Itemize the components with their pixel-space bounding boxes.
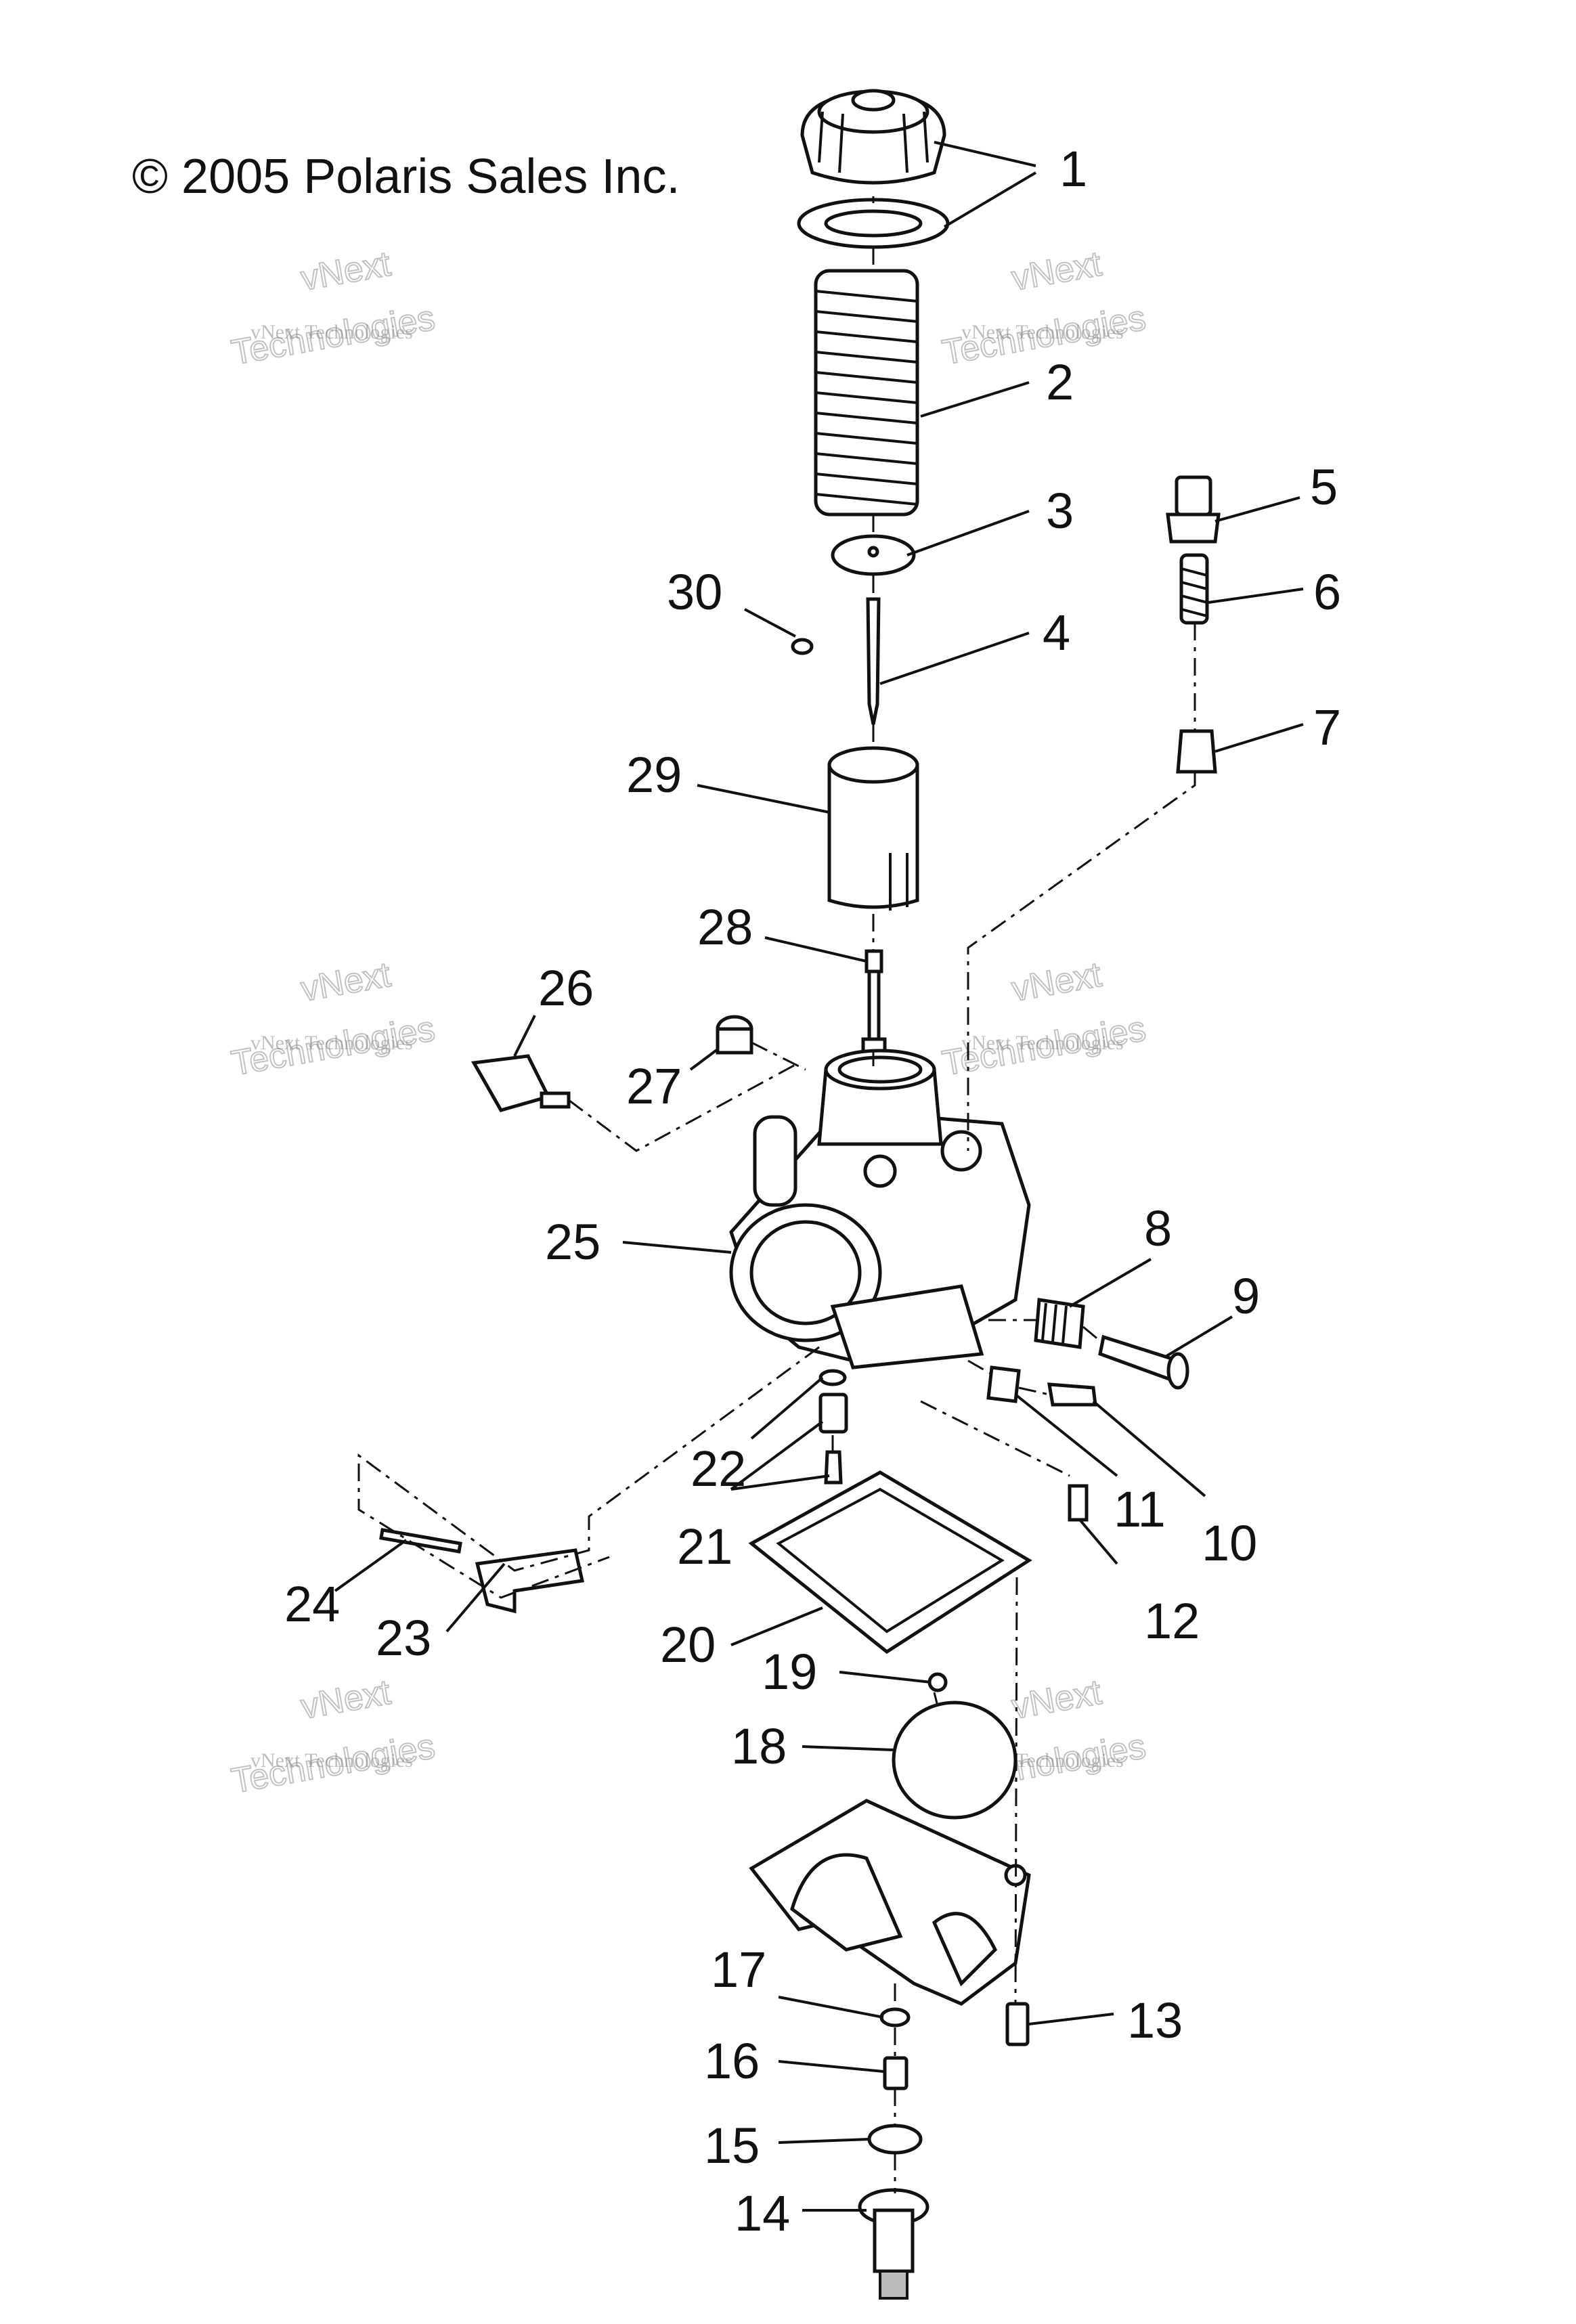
- callout-17: 17: [711, 1942, 766, 1998]
- part-10-screw: [1047, 1382, 1097, 1407]
- part-6-spring: [1179, 553, 1209, 625]
- watermark-3: vNext Technologies vNext Technologies: [228, 955, 439, 1084]
- callout-7: 7: [1313, 699, 1341, 755]
- part-19-ball: [927, 1672, 948, 1692]
- part-3-plate: [831, 534, 916, 576]
- part-29-slide: [827, 746, 919, 911]
- callout-12: 12: [1144, 1593, 1200, 1649]
- callout-25: 25: [545, 1214, 600, 1270]
- callout-22: 22: [691, 1441, 746, 1497]
- watermark-4: vNext Technologies vNext Technologies: [939, 955, 1150, 1084]
- watermark-line-4: vNext Technologies: [961, 1032, 1124, 1054]
- watermark-line-5: vNext Technologies: [250, 1749, 413, 1772]
- callout-23: 23: [376, 1610, 431, 1666]
- watermark-word-3a: vNext: [298, 955, 394, 1009]
- callout-3: 3: [1046, 483, 1074, 539]
- part-23-float-pin: [475, 1548, 585, 1614]
- watermark-word-2a: vNext: [1009, 244, 1105, 299]
- callout-10: 10: [1202, 1515, 1257, 1571]
- part-8-spring: [1034, 1298, 1085, 1349]
- part-26-sensor: [470, 1054, 571, 1112]
- part-9-screw: [1098, 1334, 1189, 1390]
- callout-4: 4: [1043, 605, 1070, 661]
- callout-15: 15: [704, 2118, 760, 2174]
- callout-26: 26: [538, 960, 594, 1016]
- watermark-5: vNext Technologies vNext Technologies: [228, 1672, 439, 1802]
- watermark-line-3: vNext Technologies: [250, 1032, 413, 1054]
- callout-5: 5: [1310, 459, 1338, 515]
- callout-6: 6: [1313, 564, 1341, 620]
- watermark-word-1a: vNext: [298, 244, 394, 299]
- callout-13: 13: [1127, 1992, 1183, 2048]
- float-bowl: [749, 1799, 1031, 2006]
- part-17-washer: [879, 2007, 911, 2027]
- callout-27: 27: [626, 1058, 682, 1114]
- part-27-plug: [716, 1015, 753, 1055]
- part-7-plunger: [1176, 729, 1217, 774]
- callout-11: 11: [1114, 1481, 1166, 1537]
- callout-28: 28: [697, 899, 753, 955]
- part-30-clip: [791, 638, 814, 655]
- part-15-oring: [867, 2124, 923, 2155]
- callout-9: 9: [1232, 1268, 1260, 1324]
- leader-lines: [334, 141, 1304, 2212]
- watermark-line-2: vNext Technologies: [961, 321, 1124, 343]
- callout-29: 29: [626, 747, 682, 803]
- callout-19: 19: [762, 1644, 817, 1700]
- part-20-gasket: [748, 1470, 1032, 1654]
- callout-30: 30: [667, 564, 722, 620]
- watermark-line-1: vNext Technologies: [250, 321, 413, 343]
- watermark-word-4a: vNext: [1009, 955, 1105, 1009]
- part-14-drain-plug: [858, 2188, 929, 2300]
- watermark-word-5a: vNext: [298, 1673, 394, 1727]
- watermark-2: vNext Technologies vNext Technologies: [939, 244, 1150, 374]
- part-1-cap: [797, 89, 950, 249]
- callout-numbers: 1 2 3 4 5 6 7 8 9 10 11 12 13 14 15 16 1…: [284, 141, 1341, 2241]
- callout-1: 1: [1059, 141, 1087, 197]
- part-2-spring: [814, 269, 919, 517]
- callout-8: 8: [1144, 1200, 1172, 1256]
- part-11-spring: [986, 1365, 1021, 1403]
- part-28-jet: [861, 949, 887, 1068]
- part-5-cap-nut: [1166, 475, 1221, 544]
- callout-16: 16: [704, 2033, 760, 2089]
- callout-18: 18: [731, 1718, 787, 1774]
- part-22-washer: [818, 1369, 847, 1386]
- watermark-word-6a: vNext: [1009, 1673, 1105, 1727]
- copyright-text: © 2005 Polaris Sales Inc.: [132, 150, 680, 204]
- part-18-float: [892, 1701, 1017, 1820]
- watermark-1: vNext Technologies vNext Technologies: [228, 244, 439, 374]
- part-25-carb-body: [729, 1049, 1031, 1369]
- callout-24: 24: [284, 1576, 340, 1632]
- part-16-jet: [883, 2056, 909, 2090]
- callout-20: 20: [660, 1617, 716, 1673]
- part-4-needle: [866, 597, 881, 725]
- part-12-screw: [1068, 1484, 1089, 1522]
- callout-21: 21: [677, 1518, 732, 1575]
- callout-14: 14: [735, 2185, 790, 2241]
- part-21-jets: [818, 1393, 848, 1485]
- callout-2: 2: [1046, 354, 1074, 410]
- assembly-lines: [357, 196, 1196, 2193]
- part-13-screw: [1005, 2002, 1030, 2046]
